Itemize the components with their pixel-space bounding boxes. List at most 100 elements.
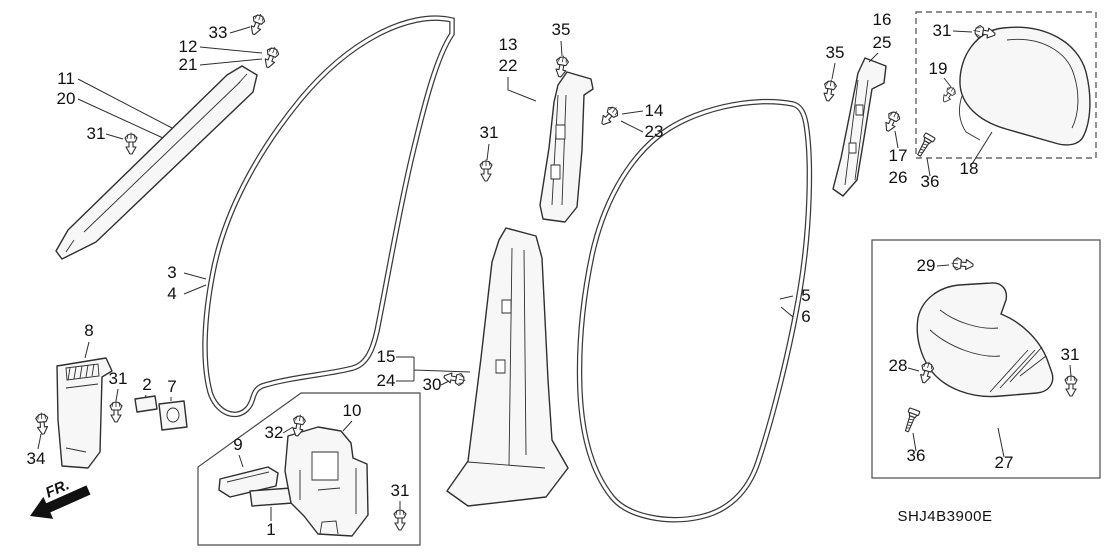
kick-panel-detail [299, 468, 357, 535]
c-pillar-garnish-clip-holes [848, 104, 864, 154]
leader-line-31-bpillar [486, 143, 490, 161]
c-pillar-garnish-outline [832, 57, 887, 197]
callout-33[interactable]: 33 [209, 23, 228, 42]
leader-line-14-23 [620, 110, 644, 133]
leader-line-29 [936, 264, 950, 267]
callout-30[interactable]: 30 [423, 375, 442, 394]
leader-line-10 [342, 420, 353, 432]
callout-4[interactable]: 4 [167, 284, 176, 303]
callout-32[interactable]: 32 [265, 423, 284, 442]
sill-garnish-detail [226, 471, 270, 483]
callout-15[interactable]: 15 [377, 347, 396, 366]
leader-line-15-24 [396, 356, 471, 382]
leader-line-5-6 [779, 295, 794, 318]
seal-front-inner-line [203, 16, 454, 416]
part-quarter-pillar-garnish [958, 26, 1091, 146]
callout-8[interactable]: 8 [84, 321, 93, 340]
part-sill-garnish-9 [218, 466, 279, 498]
callout-31-left[interactable]: 31 [109, 369, 128, 388]
callout-16[interactable]: 16 [873, 10, 892, 29]
callout-31-apillar[interactable]: 31 [87, 124, 106, 143]
part-door-opening-seal-rear [576, 98, 813, 523]
c-pillar-garnish-detail [844, 79, 869, 186]
leader-line-33 [229, 26, 251, 34]
callout-26[interactable]: 26 [889, 168, 908, 187]
clip-icon-14-23 [597, 103, 622, 129]
leader-line-31-left [115, 388, 119, 402]
callout-21[interactable]: 21 [179, 55, 198, 74]
callout-31-bpillar[interactable]: 31 [480, 123, 499, 142]
clip-icon-35-cpillar [821, 78, 838, 103]
fr-direction-indicator: FR. [30, 476, 91, 519]
side-trim-hatch [929, 309, 1047, 393]
clip-icon-31-left [109, 399, 123, 423]
clip-icon-31-sidetrim [1064, 373, 1078, 397]
leader-line-11-20 [77, 78, 173, 139]
callout-5[interactable]: 5 [801, 286, 810, 305]
part-c-pillar-garnish [832, 57, 887, 197]
leader-line-16-25 [868, 52, 879, 63]
part-b-pillar-lower-garnish-left [56, 357, 113, 469]
bracket-7-slot [166, 407, 180, 423]
leader-line-35-bpillar [560, 40, 563, 57]
leader-line-2 [144, 394, 147, 399]
a-pillar-garnish-detail [65, 73, 248, 253]
part-side-trim-27 [916, 282, 1054, 398]
callout-28[interactable]: 28 [889, 356, 908, 375]
callout-12[interactable]: 12 [179, 37, 198, 56]
clip-icon-30 [442, 370, 467, 387]
callout-31-sidetrim[interactable]: 31 [1061, 345, 1080, 364]
callout-31-kick[interactable]: 31 [391, 481, 410, 500]
b-pillar-lower-garnish-outline [446, 227, 569, 507]
screw-icon-36-sidetrim [901, 407, 921, 434]
callout-36-cpillar[interactable]: 36 [921, 172, 940, 191]
callout-36-sidetrim[interactable]: 36 [907, 446, 926, 465]
kick-panel-window [311, 451, 339, 481]
clip-icon-31-kick [393, 507, 407, 531]
callout-25[interactable]: 25 [873, 33, 892, 52]
leader-line-27 [997, 427, 1005, 458]
callout-13[interactable]: 13 [499, 35, 518, 54]
callout-23[interactable]: 23 [645, 122, 664, 141]
callout-10[interactable]: 10 [343, 401, 362, 420]
callout-11[interactable]: 11 [57, 69, 75, 88]
callout-35-bpillar[interactable]: 35 [552, 20, 571, 39]
callout-19[interactable]: 19 [929, 59, 948, 78]
callout-35-cpillar[interactable]: 35 [826, 43, 845, 62]
leader-line-34 [37, 433, 42, 450]
left-lower-garnish-outline [56, 357, 113, 469]
part-cap-2 [134, 395, 158, 413]
clip-icon-19 [939, 84, 959, 105]
leader-line-18 [971, 131, 993, 165]
part-door-opening-seal-front [202, 15, 455, 417]
leader-line-31-quarter [952, 30, 973, 33]
callout-31-quarter[interactable]: 31 [933, 21, 952, 40]
callout-20[interactable]: 20 [57, 89, 76, 108]
cap-2-outline [134, 395, 158, 413]
callout-1[interactable]: 1 [266, 520, 275, 539]
callout-2[interactable]: 2 [142, 375, 151, 394]
fr-arrow-icon [30, 485, 91, 519]
kick-panel-outline [284, 426, 369, 537]
callout-7[interactable]: 7 [167, 377, 176, 396]
callout-24[interactable]: 24 [377, 371, 396, 390]
b-pillar-upper-garnish-detail [551, 94, 567, 206]
leader-line-19 [943, 77, 952, 88]
leader-line-35-cpillar [831, 62, 836, 80]
callout-34[interactable]: 34 [27, 449, 46, 468]
callout-17[interactable]: 17 [889, 146, 908, 165]
callout-6[interactable]: 6 [801, 307, 810, 326]
clip-icon-29 [950, 256, 975, 272]
callout-27[interactable]: 27 [995, 453, 1014, 472]
b-pillar-lower-garnish-clip-holes [495, 299, 512, 374]
leader-line-17-26 [894, 130, 899, 149]
callout-18[interactable]: 18 [960, 159, 979, 178]
callout-22[interactable]: 22 [499, 56, 518, 75]
callout-29[interactable]: 29 [917, 256, 936, 275]
left-lower-garnish-hatch [65, 363, 100, 453]
callout-14[interactable]: 14 [645, 101, 664, 120]
quarter-pillar-garnish-outline [959, 26, 1091, 146]
callout-3[interactable]: 3 [167, 263, 176, 282]
callout-9[interactable]: 9 [233, 435, 242, 454]
